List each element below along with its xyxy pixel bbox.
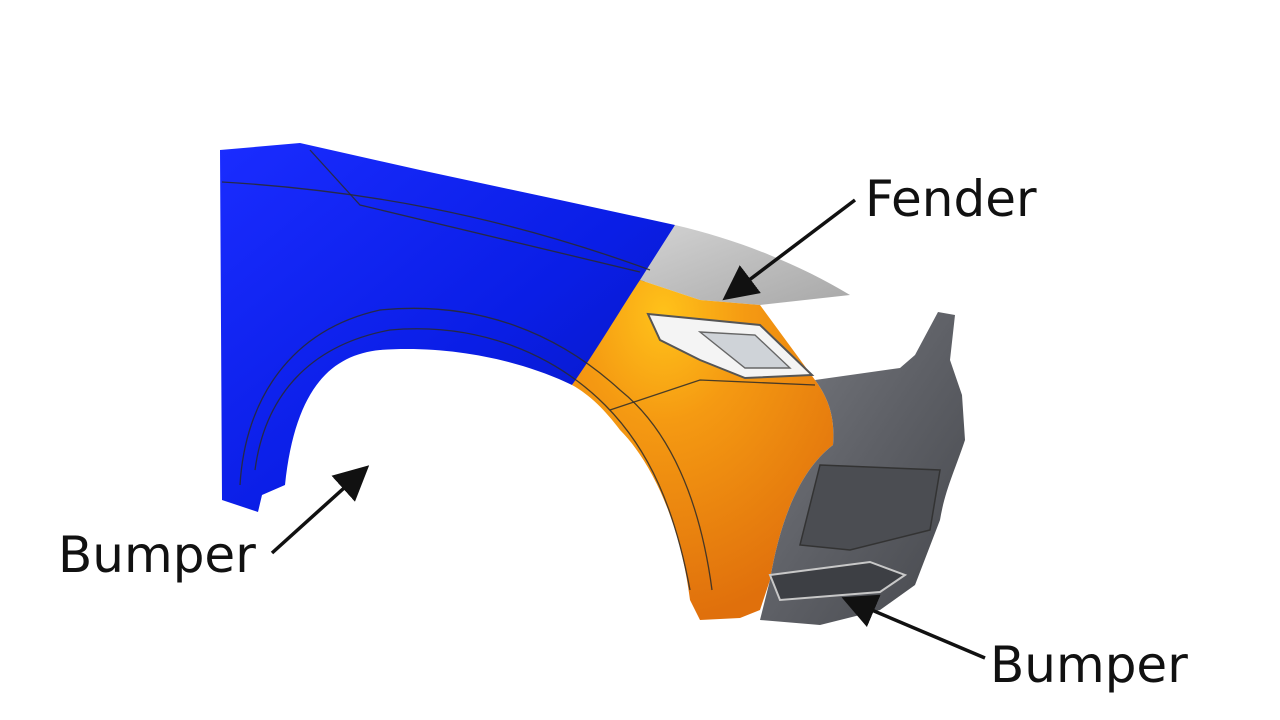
bumper-right-label: Bumper xyxy=(990,636,1188,694)
bumper-left-arrow xyxy=(270,465,370,555)
edge-line-top xyxy=(221,181,651,271)
bumper-left-label: Bumper xyxy=(58,526,256,584)
fender-arrow xyxy=(722,198,857,301)
edge-line-arch-outer xyxy=(239,307,713,591)
edge-line-arch-inner xyxy=(254,328,691,591)
headlight-inner xyxy=(697,331,792,369)
edge-line-orange xyxy=(609,379,816,411)
bumper-right-arrow xyxy=(841,594,986,660)
fender-label: Fender xyxy=(865,170,1037,228)
bumper-grille xyxy=(799,464,941,551)
edge-line-crease xyxy=(309,149,641,273)
hood-corner xyxy=(640,225,850,305)
lower-vent xyxy=(768,560,908,602)
fender-panel-blue xyxy=(220,143,675,512)
